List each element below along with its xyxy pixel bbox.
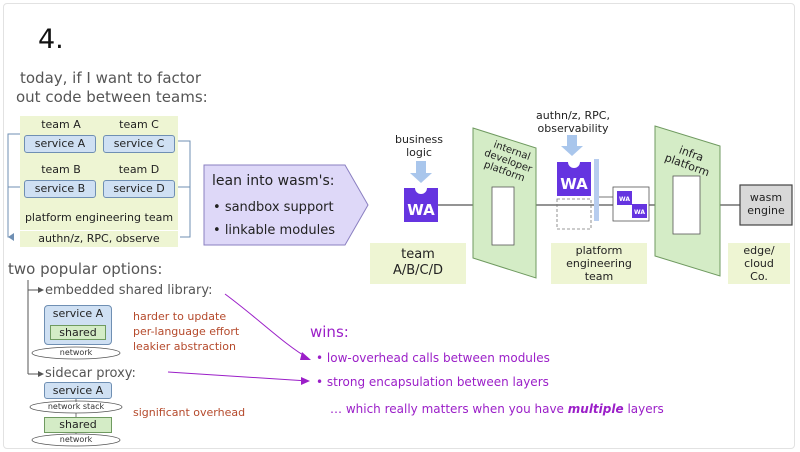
wasm-engine-line-1: wasm xyxy=(749,191,783,204)
edge-cloud-line-2: cloud xyxy=(744,257,774,270)
authn-panel xyxy=(20,231,178,247)
edge-cloud-line-3: Co. xyxy=(750,270,768,283)
authn-observability-line-2: observability xyxy=(537,122,609,135)
authn-label: authn/z, RPC, observe xyxy=(38,232,160,245)
intro-line-1: today, if I want to factor xyxy=(20,69,201,87)
library-notes: harder to update per-language effort lea… xyxy=(133,309,239,354)
team-c-label: team C xyxy=(119,118,159,131)
wins-item-1: • low-overhead calls between modules xyxy=(316,351,550,365)
wasm-logo-linked-1-text: WA xyxy=(619,196,630,203)
callout-bullet-2: • linkable modules xyxy=(213,223,336,238)
edge-cloud-line-1: edge/ xyxy=(743,244,775,257)
library-note-1: harder to update xyxy=(133,310,227,323)
proxy-service-box: service A xyxy=(44,382,112,399)
service-d-box: service D xyxy=(103,180,175,198)
wasm-logo-business: WA xyxy=(404,188,438,222)
team-d-label: team D xyxy=(118,163,160,176)
callout-bullet-1: • sandbox support xyxy=(213,200,334,215)
service-b-box: service B xyxy=(24,180,96,198)
team-abcd-line-1: team xyxy=(401,247,435,262)
team-a-label: team A xyxy=(41,118,81,131)
proxy-network-label: network xyxy=(59,435,93,444)
service-c-box: service C xyxy=(103,135,175,153)
wins-note: … which really matters when you have mul… xyxy=(330,402,664,416)
callout-title: lean into wasm's: xyxy=(212,173,335,189)
proxy-shared-box: shared xyxy=(44,417,112,433)
authn-observability-label: authn/z, RPC, observability xyxy=(528,109,618,135)
proxy-network-stack-label: network stack xyxy=(47,402,105,411)
service-a-box: service A xyxy=(24,135,96,153)
wins-note-prefix: … which really matters when you have xyxy=(330,402,568,416)
wasm-logo-linked-2: WA xyxy=(632,204,647,218)
options-title: two popular options: xyxy=(8,260,163,278)
platform-eng-line-1: platform xyxy=(575,244,623,257)
library-option-label: embedded shared library: xyxy=(45,283,213,298)
wasm-logo-platform-text: WA xyxy=(560,175,588,193)
wasm-logo-business-text: WA xyxy=(407,201,435,219)
team-abcd-label: team A/B/C/D xyxy=(370,247,466,279)
platform-engineering-team-label: platform engineering team xyxy=(551,244,647,283)
callout-bullet-1-text: sandbox support xyxy=(224,200,334,215)
wasm-logo-platform: WA xyxy=(557,162,591,196)
proxy-option-label: sidecar proxy: xyxy=(45,366,136,381)
library-service-box: service A shared xyxy=(44,305,112,345)
library-note-2: per-language effort xyxy=(133,325,240,338)
intro-line-2: out code between teams: xyxy=(16,88,208,106)
team-abcd-line-2: A/B/C/D xyxy=(392,263,444,278)
callout-bullet-2-text: linkable modules xyxy=(224,223,336,238)
library-note-3: leakier abstraction xyxy=(133,340,236,353)
library-network-label: network xyxy=(59,348,93,357)
wins-title: wins: xyxy=(310,323,349,341)
wasm-logo-linked-1: WA xyxy=(617,191,632,205)
slide-number: 4. xyxy=(38,24,64,55)
wins-note-emphasis: multiple xyxy=(567,402,624,416)
team-b-label: team B xyxy=(41,163,81,176)
wins-item-2-text: strong encapsulation between layers xyxy=(326,375,549,389)
library-service-label: service A xyxy=(52,307,104,320)
platform-eng-line-3: team xyxy=(584,270,614,283)
wins-item-2: • strong encapsulation between layers xyxy=(316,375,549,389)
library-shared-box: shared xyxy=(50,325,106,340)
wasm-engine-line-2: engine xyxy=(747,204,785,217)
wins-note-suffix: layers xyxy=(623,402,664,416)
wasm-engine-label: wasm engine xyxy=(740,191,792,217)
platform-eng-line-2: engineering xyxy=(566,257,632,270)
business-logic-label: business logic xyxy=(389,133,449,159)
wasm-logo-linked-2-text: WA xyxy=(634,209,645,216)
wins-item-1-text: low-overhead calls between modules xyxy=(326,351,550,365)
business-logic-line-1: business xyxy=(395,133,443,146)
authn-observability-line-1: authn/z, RPC, xyxy=(536,109,610,122)
slide-frame xyxy=(3,3,795,449)
platform-team-label: platform engineering team xyxy=(24,211,174,224)
proxy-note-1: significant overhead xyxy=(133,406,246,419)
business-logic-line-2: logic xyxy=(406,146,432,159)
edge-cloud-label: edge/ cloud Co. xyxy=(728,244,790,283)
